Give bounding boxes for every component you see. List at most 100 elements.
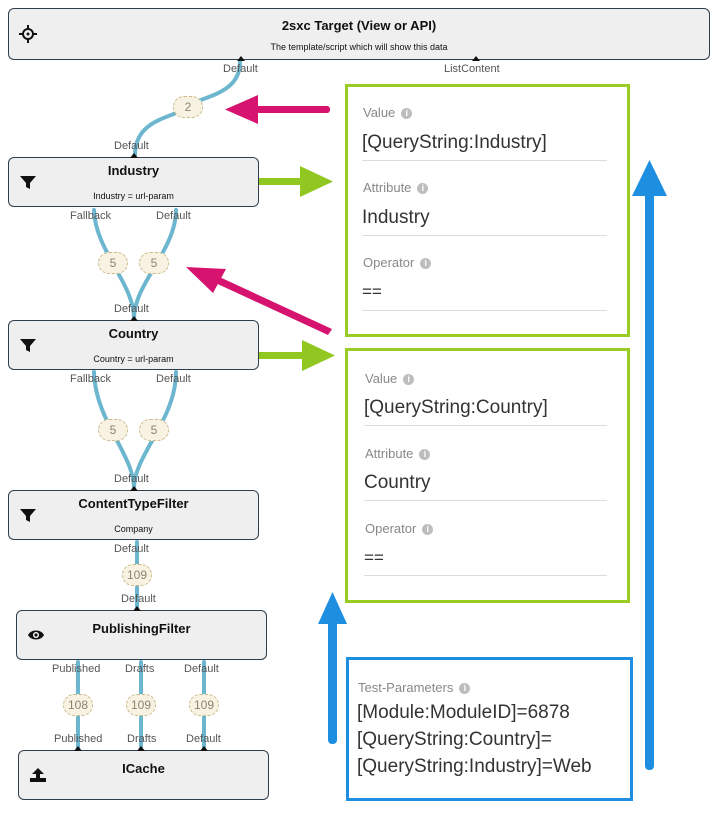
- field-underline: [362, 310, 607, 311]
- operator-field[interactable]: ==: [364, 548, 384, 567]
- value-field[interactable]: [QueryString:Country]: [364, 397, 548, 418]
- magenta-arrow-country-head: [186, 267, 226, 293]
- attribute-field[interactable]: Country: [364, 472, 431, 493]
- info-icon[interactable]: i: [419, 449, 431, 460]
- connection-count-badge: 109: [189, 694, 219, 716]
- green-arrow-country-head: [302, 340, 335, 371]
- node-subtitle: Company: [114, 524, 153, 534]
- port-label: Drafts: [125, 663, 155, 675]
- port-marker: [237, 56, 245, 61]
- port-marker: [74, 746, 82, 751]
- port-marker: [130, 153, 138, 158]
- port-label: Default: [114, 543, 149, 555]
- magenta-arrow-industry-shaft: [250, 106, 330, 113]
- field-underline: [362, 235, 607, 236]
- port-label: Default: [114, 473, 149, 485]
- port-label: ListContent: [444, 63, 500, 75]
- industry-node[interactable]: Industry Industry = url-param: [8, 157, 259, 207]
- connection-count-badge: 5: [139, 419, 169, 441]
- filter-icon: [20, 176, 36, 189]
- port-marker: [130, 316, 138, 321]
- value-field[interactable]: [QueryString:Industry]: [362, 132, 547, 153]
- connection-count-badge: 2: [173, 96, 203, 118]
- upload-icon: [30, 768, 46, 782]
- connection-count-badge: 108: [63, 694, 93, 716]
- field-underline: [364, 500, 607, 501]
- content-type-filter-node[interactable]: ContentTypeFilter Company: [8, 490, 259, 540]
- node-title: 2sxc Target (View or API): [281, 18, 437, 33]
- publishing-filter-node[interactable]: PublishingFilter: [16, 610, 267, 660]
- connection-count-badge: 5: [98, 419, 128, 441]
- field-underline: [362, 160, 607, 161]
- node-title: PublishingFilter: [92, 621, 191, 636]
- blue-arrow-right-head: [632, 160, 667, 196]
- port-label: Fallback: [70, 373, 111, 385]
- node-title: ICache: [122, 761, 165, 776]
- filter-icon: [20, 339, 36, 352]
- green-arrow-industry-head: [300, 166, 333, 197]
- port-label: Default: [184, 663, 219, 675]
- node-title: ContentTypeFilter: [78, 496, 189, 511]
- port-label: Published: [54, 733, 103, 745]
- info-icon[interactable]: i: [403, 374, 415, 385]
- port-marker: [133, 606, 141, 611]
- port-label: Default: [186, 733, 221, 745]
- target-node[interactable]: 2sxc Target (View or API) The template/s…: [8, 8, 710, 60]
- port-label: Default: [223, 63, 258, 75]
- blue-arrow-right-shaft: [645, 192, 654, 770]
- green-arrow-industry-shaft: [245, 178, 307, 185]
- test-parameter-line[interactable]: [QueryString:Industry]=Web: [357, 756, 592, 777]
- info-icon[interactable]: i: [459, 683, 471, 694]
- magenta-arrow-country-shaft: [209, 274, 332, 335]
- info-icon[interactable]: i: [417, 183, 429, 194]
- port-label: Default: [114, 140, 149, 152]
- info-icon[interactable]: i: [422, 524, 434, 535]
- blue-arrow-left-head: [318, 592, 347, 624]
- field-underline: [364, 575, 607, 576]
- node-title: Industry: [107, 163, 160, 178]
- filter-icon: [20, 509, 36, 522]
- port-label: Drafts: [127, 733, 157, 745]
- port-marker: [200, 746, 208, 751]
- port-label: Default: [114, 303, 149, 315]
- icache-node[interactable]: ICache: [18, 750, 269, 800]
- operator-field[interactable]: ==: [362, 282, 382, 301]
- port-label: Published: [52, 663, 101, 675]
- blue-arrow-left-shaft: [328, 618, 337, 744]
- port-marker: [137, 746, 145, 751]
- port-label: Default: [156, 373, 191, 385]
- test-parameter-line[interactable]: [Module:ModuleID]=6878: [357, 702, 570, 723]
- port-label: Fallback: [70, 210, 111, 222]
- node-subtitle: The template/script which will show this…: [270, 42, 448, 52]
- info-icon[interactable]: i: [420, 258, 432, 269]
- node-subtitle: Industry = url-param: [93, 191, 174, 201]
- connection-count-badge: 109: [122, 564, 152, 586]
- port-label: Default: [121, 593, 156, 605]
- info-icon[interactable]: i: [401, 108, 413, 119]
- test-parameter-line[interactable]: [QueryString:Country]=: [357, 729, 552, 750]
- connection-count-badge: 109: [126, 694, 156, 716]
- country-node[interactable]: Country Country = url-param: [8, 320, 259, 370]
- field-underline: [364, 425, 607, 426]
- attribute-field[interactable]: Industry: [362, 207, 430, 228]
- crosshair-icon: [19, 25, 37, 43]
- port-label: Default: [156, 210, 191, 222]
- connection-count-badge: 5: [98, 252, 128, 274]
- node-title: Country: [108, 326, 159, 341]
- connection-count-badge: 5: [139, 252, 169, 274]
- magenta-arrow-industry-head: [225, 95, 258, 124]
- node-subtitle: Country = url-param: [93, 354, 174, 364]
- port-marker: [130, 486, 138, 491]
